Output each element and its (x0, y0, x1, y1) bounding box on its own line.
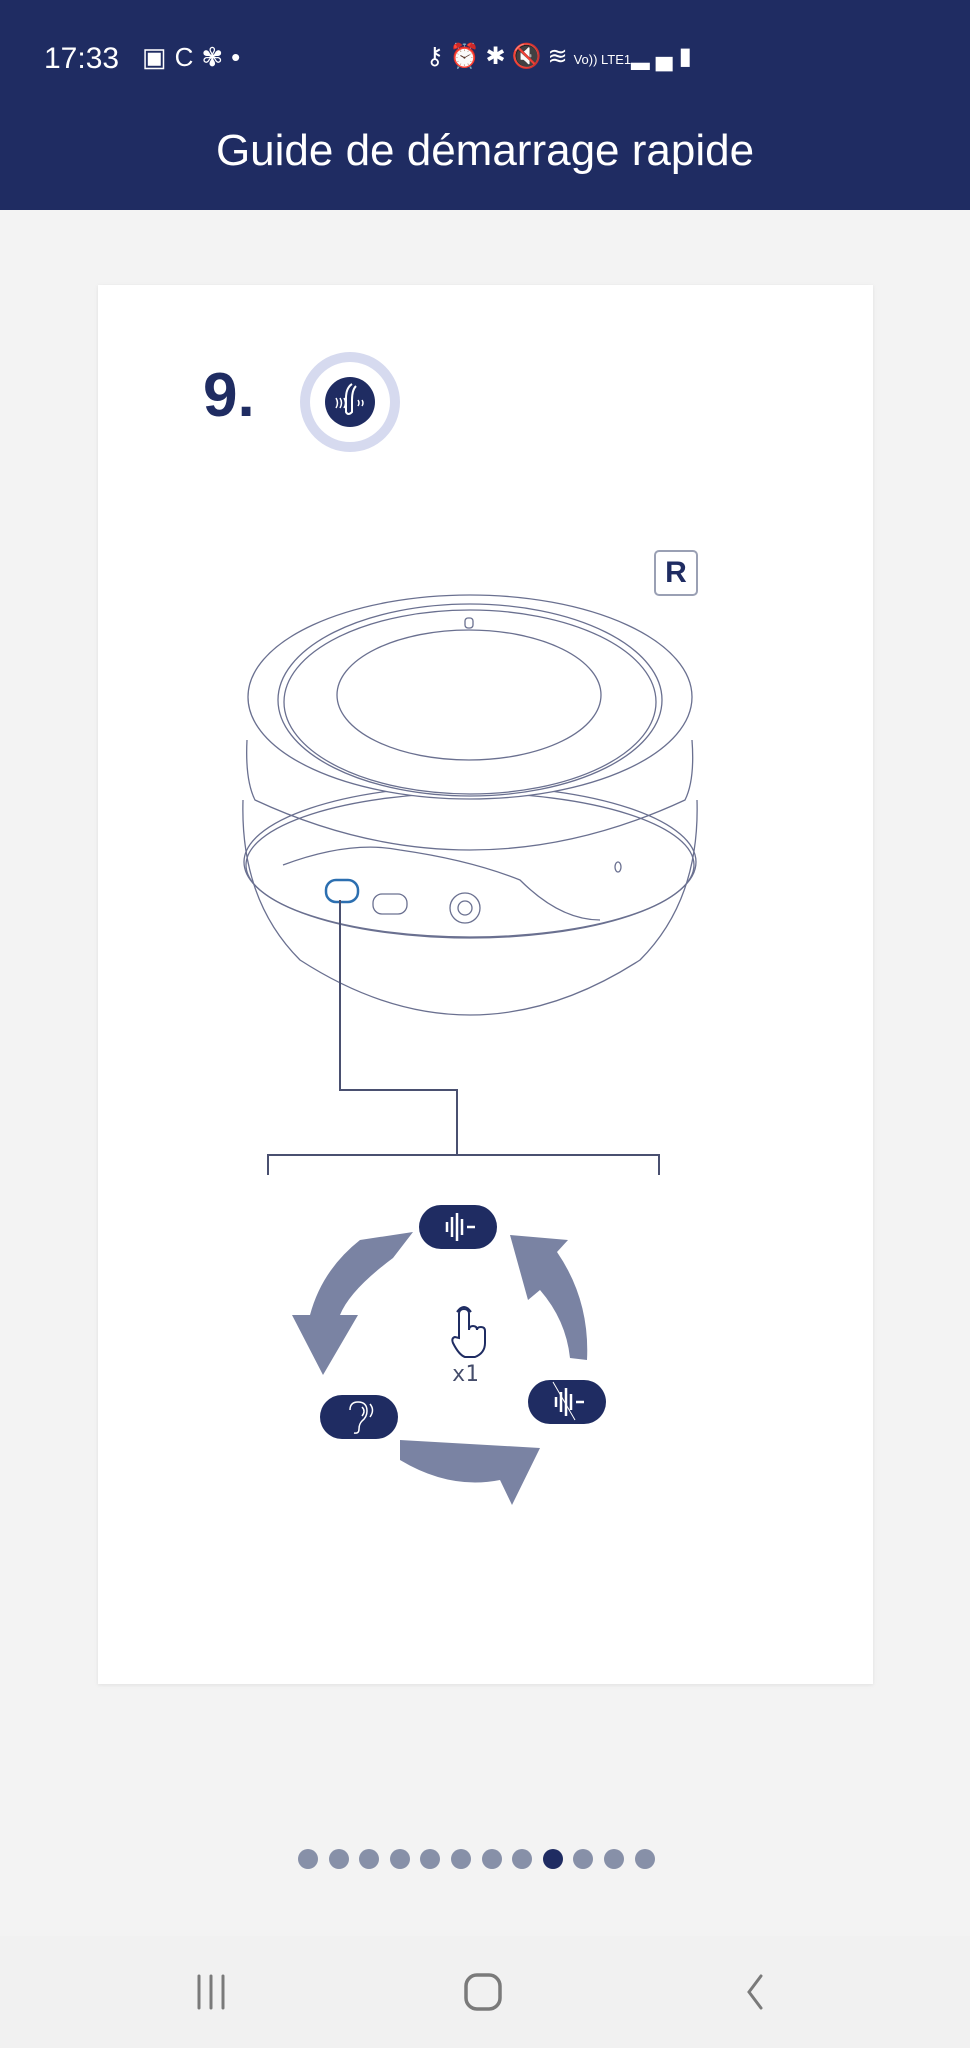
page-dot-12[interactable] (634, 1849, 655, 1869)
status-time: 17:33 (44, 42, 120, 75)
press-count: x1 (452, 1362, 479, 1387)
back-button[interactable] (725, 1966, 785, 2018)
signal-icon: ▂▄ (631, 43, 679, 70)
page-dot-10[interactable] (573, 1849, 594, 1869)
fan-icon: ✾ (201, 42, 232, 72)
bluetooth-icon: ✱ (485, 43, 512, 70)
battery-icon: ▮ (678, 43, 698, 70)
page-dot-7[interactable] (481, 1849, 502, 1869)
page-indicator (298, 1849, 655, 1869)
page-dot-6[interactable] (450, 1849, 471, 1869)
home-button[interactable] (453, 1966, 513, 2018)
vpn-key-icon: ⚷ (426, 43, 450, 70)
status-right-icons: ⚷⏰✱🔇≋Vo)) LTE1▂▄▮ (426, 42, 698, 71)
status-left-icons: ▣C✾• (142, 42, 248, 73)
app-header: 17:33 ▣C✾• ⚷⏰✱🔇≋Vo)) LTE1▂▄▮ Guide de dé… (0, 0, 970, 210)
gallery-icon: ▣ (142, 42, 175, 72)
status-bar: 17:33 ▣C✾• ⚷⏰✱🔇≋Vo)) LTE1▂▄▮ (44, 40, 970, 80)
step-number: 9. (203, 361, 255, 430)
home-icon (464, 1973, 502, 2011)
back-icon (747, 1974, 763, 2010)
right-side-label: R (654, 550, 698, 596)
page-dot-2[interactable] (328, 1849, 349, 1869)
wifi-icon: ≋ (547, 43, 574, 70)
volte-lte-icon: Vo)) LTE1 (573, 52, 632, 67)
page-dot-1[interactable] (298, 1849, 318, 1869)
page-dot-8[interactable] (512, 1849, 533, 1869)
mute-icon: 🔇 (511, 43, 548, 70)
sync-icon: C (174, 42, 202, 72)
page-title: Guide de démarrage rapide (215, 126, 755, 175)
page-dot-4[interactable] (389, 1849, 410, 1869)
alarm-icon: ⏰ (449, 43, 486, 70)
page-dot-9[interactable] (542, 1849, 563, 1869)
page-dot-3[interactable] (359, 1849, 380, 1869)
page-dot-11[interactable] (603, 1849, 624, 1869)
recents-button[interactable] (181, 1966, 241, 2018)
guide-card (98, 285, 873, 1684)
recents-icon (197, 1974, 225, 2010)
page-dot-5[interactable] (420, 1849, 441, 1869)
dot-icon: • (231, 42, 249, 72)
system-nav-bar (0, 1936, 970, 2048)
